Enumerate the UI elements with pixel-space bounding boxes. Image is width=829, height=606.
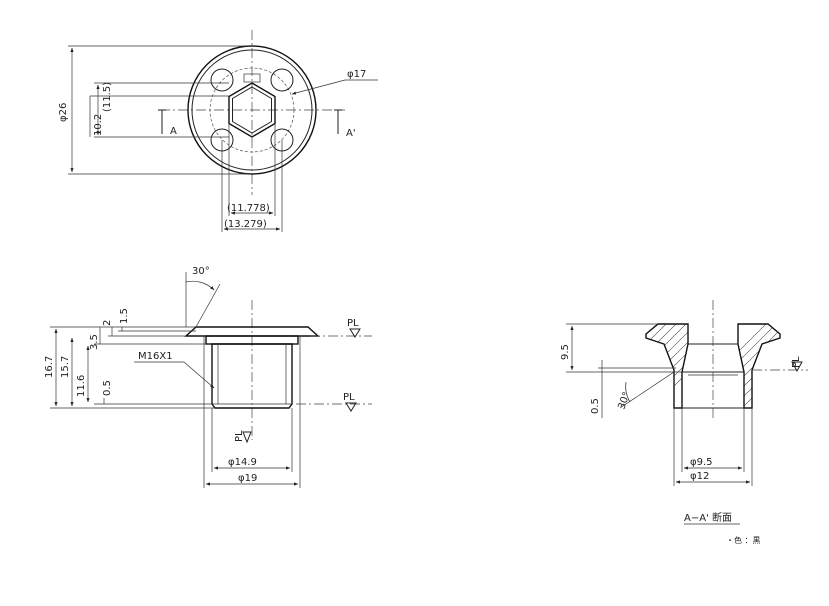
dim-flange-dia: φ19 [238,473,257,484]
dim-flange-c: 1.5 [119,308,130,324]
dim-height-b: 10.2 [93,114,104,136]
dim-hex-corners: (13.279) [224,219,267,230]
top-view: φ26 (11.5) 10.2 A A' φ17 (11.778) (13.27… [58,30,378,232]
section-pl-triangle [791,361,803,373]
dim-flange-b: 2 [102,320,113,326]
gate-mark [243,73,261,83]
hole-top-right [270,68,294,92]
section-dim-angle: 30° [616,391,632,411]
pl-top-triangle [349,328,361,338]
dim-chamfer-angle: 30° [192,266,210,277]
section-dim-step: 0.5 [590,398,601,414]
dim-total-h: 16.7 [44,356,55,378]
dim-height-a: (11.5) [102,82,113,112]
section-note: ・色 ：黒 [726,535,761,545]
pl-bottom-triangle [345,402,357,412]
section-label-right: A' [346,128,356,139]
pl-center-triangle [242,431,252,444]
hole-top-left [210,68,234,92]
section-dim-upper-h: 9.5 [560,344,571,360]
section-label-left: A [170,126,177,137]
dim-outer-dia: φ26 [58,103,69,122]
section-angle-arc [625,381,631,403]
section-angle-line [619,371,675,409]
hole-pitch-circle [209,67,295,153]
hatch-right [738,324,780,408]
leader-thread [183,361,215,389]
angle-line [195,283,221,328]
pl-top: PL [347,318,359,329]
dim-body-h: 15.7 [60,356,71,378]
hex-inner-outline [232,86,272,134]
dim-thread-h: 11.6 [76,375,87,397]
angle-arc [185,280,215,291]
side-view: PL PL PL 30° 16.7 15.7 11.6 3.5 2 1.5 0.… [44,266,372,488]
pl-center: PL [234,430,245,442]
section-title: A−A' 断面 [684,511,732,524]
dim-flange-a: 3.5 [89,334,100,350]
hex-outline [228,82,276,138]
dim-thread-dia: φ14.9 [228,457,257,468]
pl-bottom: PL [343,392,355,403]
dim-hole-circle: φ17 [347,69,366,80]
hatch-left [646,324,688,408]
thread-spec: M16X1 [138,351,173,362]
section-view: PL 9.5 0.5 30° φ9.5 φ12 A−A' 断面 ・色 ：黒 [560,300,808,545]
dim-step: 0.5 [102,380,113,396]
dim-hex-flats: (11.778) [227,203,270,214]
section-dim-bore: φ9.5 [690,457,713,468]
section-dim-outer: φ12 [690,471,709,482]
leader-hole-circle [291,79,346,95]
section-wall-left [645,323,689,409]
inner-flange-circle [191,49,313,171]
